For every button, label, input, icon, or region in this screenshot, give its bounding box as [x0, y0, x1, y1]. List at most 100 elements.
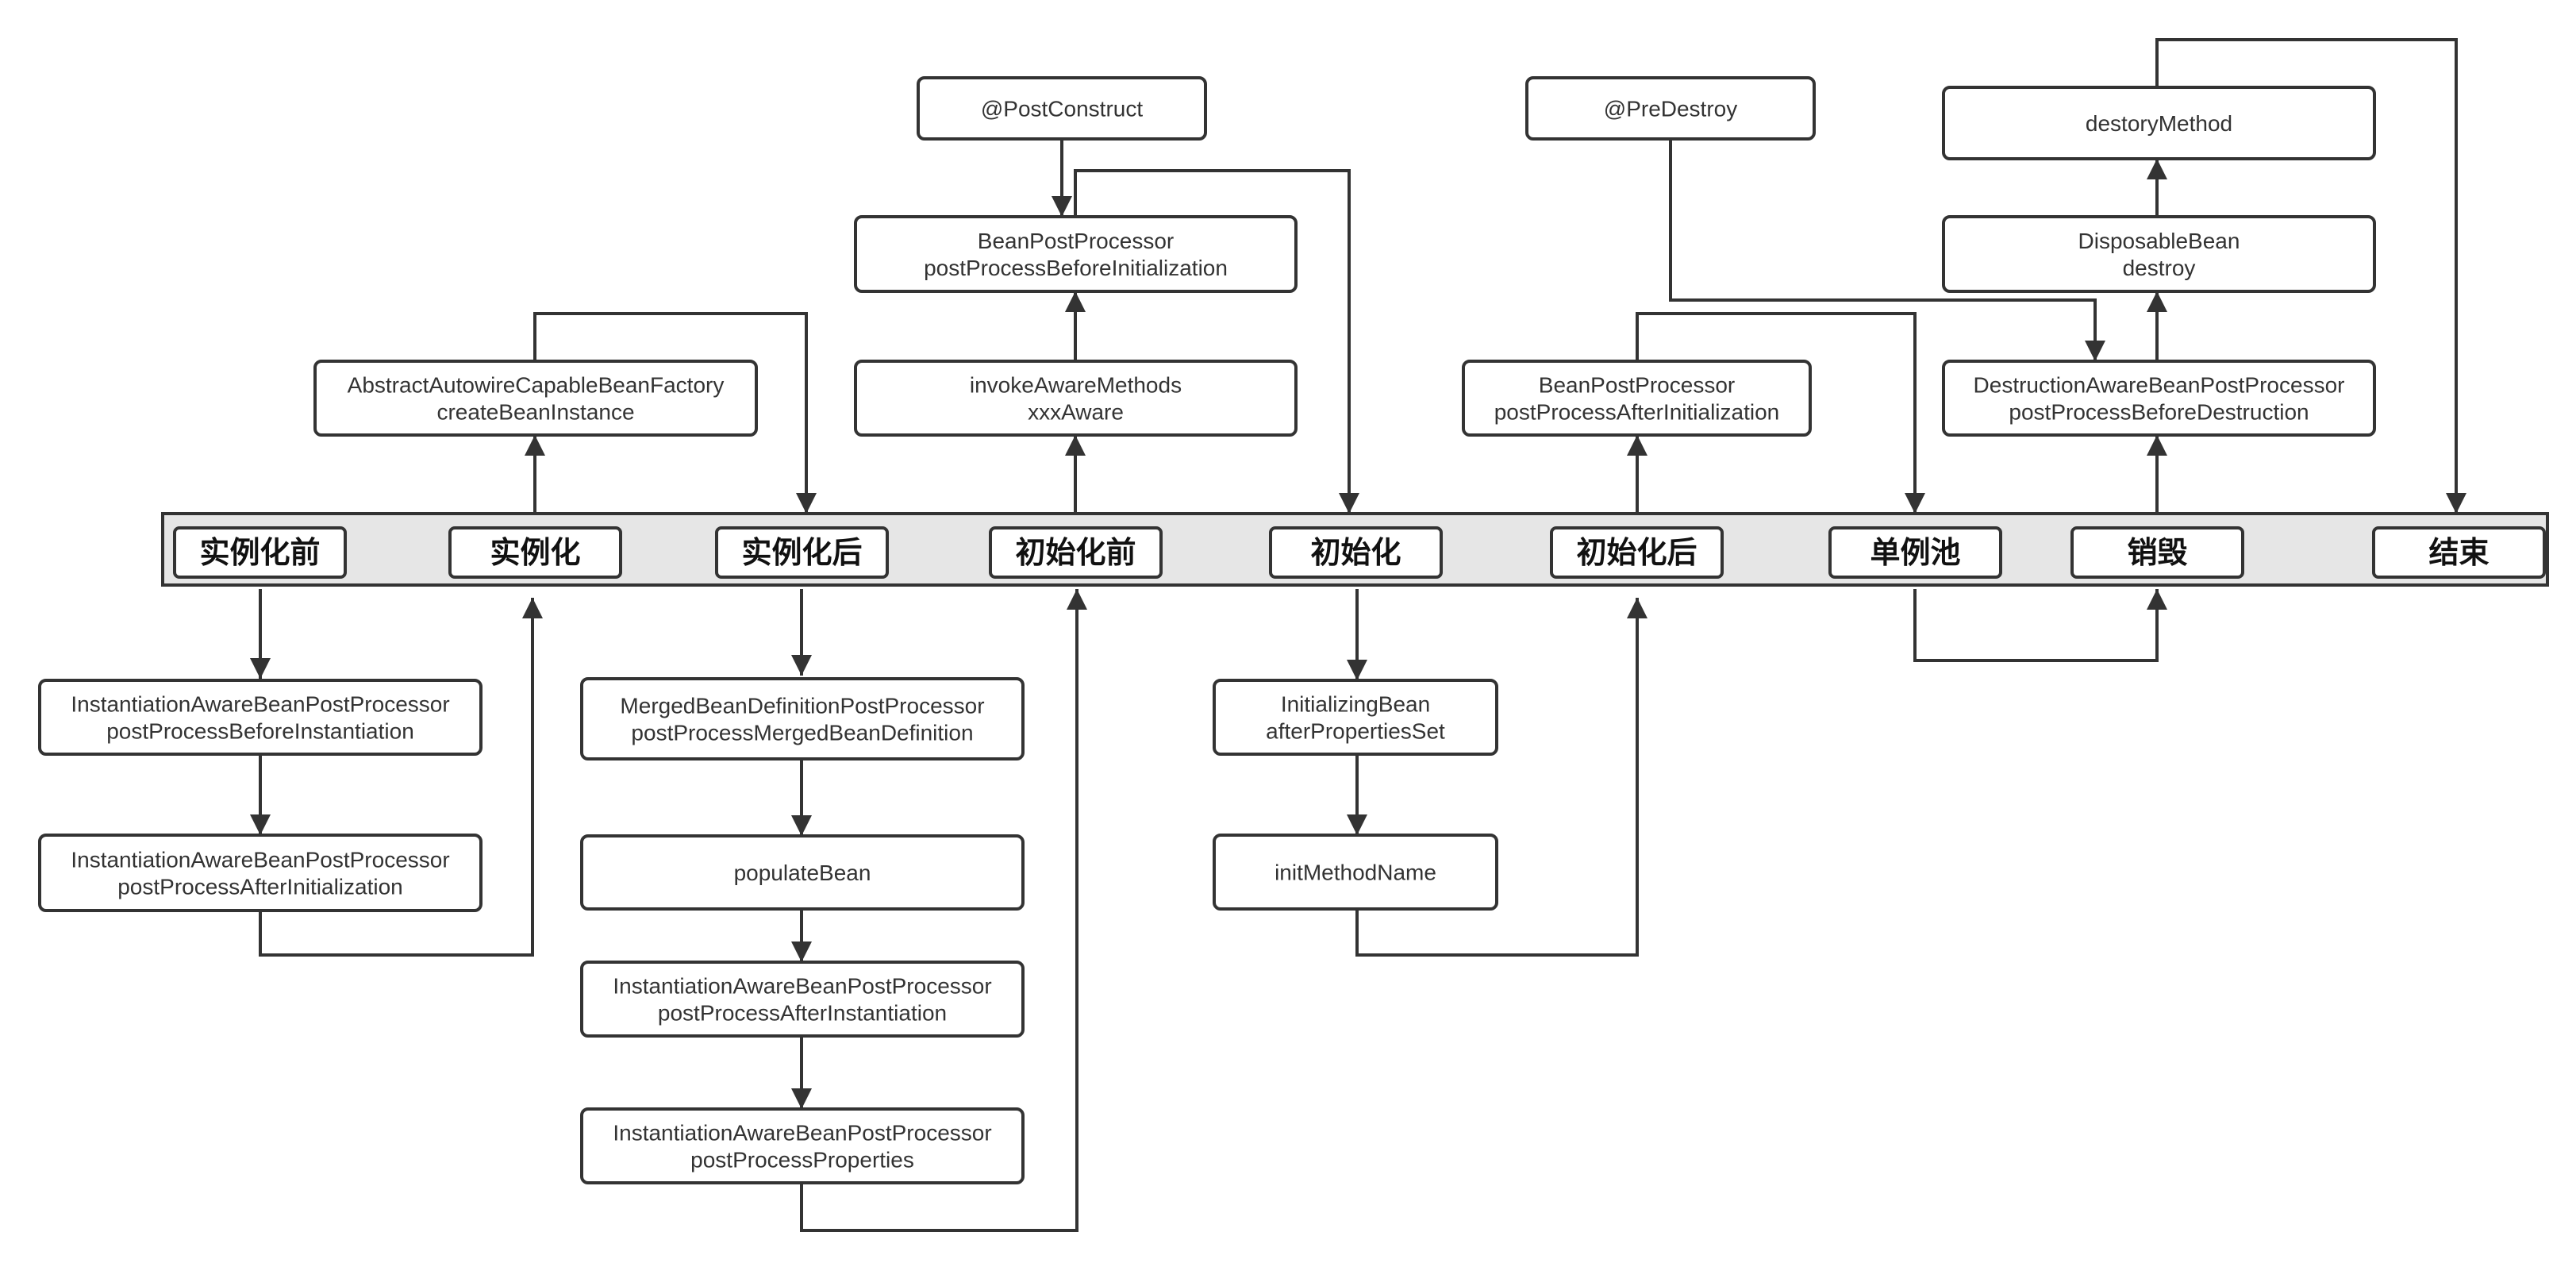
stage-box — [2372, 526, 2546, 579]
node-box — [580, 961, 1025, 1038]
node-label: DestructionAwareBeanPostProcessor — [1974, 373, 2345, 398]
stage-label: 实例化 — [490, 535, 580, 570]
node-box — [1942, 86, 2376, 160]
arrow-bpp-after-to-stage7 — [1636, 312, 1925, 514]
node-box — [1942, 215, 2376, 293]
arrow-predestroy-to-destruction-aware — [1669, 140, 2105, 361]
node-label: destroy — [2123, 256, 2196, 280]
node-label: afterPropertiesSet — [1266, 719, 1445, 744]
node-label: initMethodName — [1275, 861, 1436, 885]
stage-box — [715, 526, 889, 579]
node-iabpp-properties: InstantiationAwareBeanPostProcessorpostP… — [580, 1107, 1025, 1184]
stage-box — [2070, 526, 2244, 579]
node-label: BeanPostProcessor — [1539, 373, 1735, 398]
node-box — [1525, 76, 1816, 141]
node-init-method-name: initMethodName — [1213, 834, 1498, 911]
arrow-create-instance-to-stage3 — [533, 312, 817, 514]
arrow-bpp-before-to-stage5 — [1074, 169, 1359, 514]
nodes: @PostConstruct @PreDestroy destoryMethodBe… — [38, 76, 2376, 1184]
connectors — [250, 38, 2466, 1232]
node-destory-method: destoryMethod — [1942, 86, 2376, 160]
stage-before-initialization: 初始化前 — [989, 526, 1163, 579]
stage-initialization: 初始化 — [1269, 526, 1443, 579]
node-label: MergedBeanDefinitionPostProcessor — [620, 694, 984, 718]
stage-singleton-pool: 单例池 — [1828, 526, 2002, 579]
stage-label: 结束 — [2428, 535, 2489, 570]
node-label: @PreDestroy — [1604, 97, 1737, 121]
node-label: invokeAwareMethods — [970, 373, 1182, 398]
arrow-stage7-to-stage8 — [1913, 589, 2167, 662]
node-populate-bean: populateBean — [580, 834, 1025, 911]
stages: 实例化前 实例化 实例化后 初始化前 初始化 初始化后 单例池 销毁 结束 — [173, 526, 2546, 579]
node-label: DisposableBean — [2078, 229, 2240, 253]
node-box — [580, 834, 1025, 911]
node-label: InstantiationAwareBeanPostProcessor — [613, 1121, 991, 1146]
node-box — [917, 76, 1207, 141]
node-label: postProcessAfterInitialization — [1494, 400, 1780, 425]
node-label: BeanPostProcessor — [978, 229, 1174, 253]
node-disposable-bean: DisposableBean destroy — [1942, 215, 2376, 293]
node-box — [854, 360, 1298, 437]
node-label: postProcessBeforeInitialization — [924, 256, 1228, 280]
stage-end: 结束 — [2372, 526, 2546, 579]
node-box — [313, 360, 758, 437]
node-pre-destroy: @PreDestroy — [1525, 76, 1816, 141]
node-create-bean-instance: AbstractAutowireCapableBeanFactorycreate… — [313, 360, 758, 437]
stage-box — [448, 526, 622, 579]
stage-box — [1269, 526, 1443, 579]
node-box — [854, 215, 1298, 293]
arrow-iabpp-after-init-to-stage2 — [259, 598, 543, 957]
node-iabpp-after-init: InstantiationAwareBeanPostProcessor postP… — [38, 834, 483, 912]
node-label: InitializingBean — [1281, 692, 1430, 717]
node-label: postProcessBeforeDestruction — [2009, 400, 2309, 425]
stage-before-instantiation: 实例化前 — [173, 526, 347, 579]
node-iabpp-before-inst: InstantiationAwareBeanPostProcessorpostP… — [38, 679, 483, 756]
node-label: postProcessAfterInitialization — [117, 875, 403, 899]
node-label: postProcessBeforeInstantiation — [106, 719, 414, 744]
node-label: destoryMethod — [2086, 111, 2232, 136]
node-box — [1213, 679, 1498, 756]
stage-label: 销毁 — [2127, 535, 2187, 570]
node-box — [38, 679, 483, 756]
node-box — [580, 1107, 1025, 1184]
stage-box — [989, 526, 1163, 579]
node-bpp-before-init: BeanPostProcessor postProcessBeforeInitia… — [854, 215, 1298, 293]
arrow-init-method-to-stage6 — [1355, 598, 1647, 957]
node-box — [1942, 360, 2376, 437]
node-post-construct: @PostConstruct — [917, 76, 1207, 141]
stage-box — [173, 526, 347, 579]
stage-label: 单例池 — [1870, 535, 1960, 570]
node-label: InstantiationAwareBeanPostProcessor — [613, 974, 991, 999]
stage-label: 实例化后 — [741, 535, 862, 570]
node-bpp-after-init: BeanPostProcessorpostProcessAfterInitial… — [1462, 360, 1812, 437]
node-label: postProcessMergedBeanDefinition — [631, 721, 973, 745]
stage-box — [1828, 526, 2002, 579]
node-label: InstantiationAwareBeanPostProcessor — [71, 848, 449, 872]
stage-label: 初始化前 — [1015, 535, 1136, 570]
stage-instantiation: 实例化 — [448, 526, 622, 579]
node-label: createBeanInstance — [436, 400, 634, 425]
stage-label: 初始化 — [1310, 535, 1401, 570]
stage-destroy: 销毁 — [2070, 526, 2244, 579]
node-label: AbstractAutowireCapableBeanFactory — [348, 373, 725, 398]
arrow-iabpp-properties-to-stage4 — [800, 589, 1087, 1232]
node-box — [580, 677, 1025, 760]
node-box — [38, 834, 483, 912]
node-iabpp-after-inst: InstantiationAwareBeanPostProcessorpostP… — [580, 961, 1025, 1038]
stage-after-initialization: 初始化后 — [1550, 526, 1724, 579]
node-label: postProcessAfterInstantiation — [658, 1001, 947, 1026]
stage-box — [1550, 526, 1724, 579]
node-box — [1462, 360, 1812, 437]
node-label: xxxAware — [1028, 400, 1124, 425]
arrow-destory-method-to-stage9 — [2155, 38, 2466, 514]
stage-after-instantiation: 实例化后 — [715, 526, 889, 579]
node-box — [1213, 834, 1498, 911]
stage-label: 实例化前 — [199, 535, 320, 570]
node-label: InstantiationAwareBeanPostProcessor — [71, 692, 449, 717]
node-merged-bd: MergedBeanDefinitionPostProcessor postPro… — [580, 677, 1025, 760]
node-destruction-aware: DestructionAwareBeanPostProcessorpostPro… — [1942, 360, 2376, 437]
stage-label: 初始化后 — [1576, 535, 1697, 570]
